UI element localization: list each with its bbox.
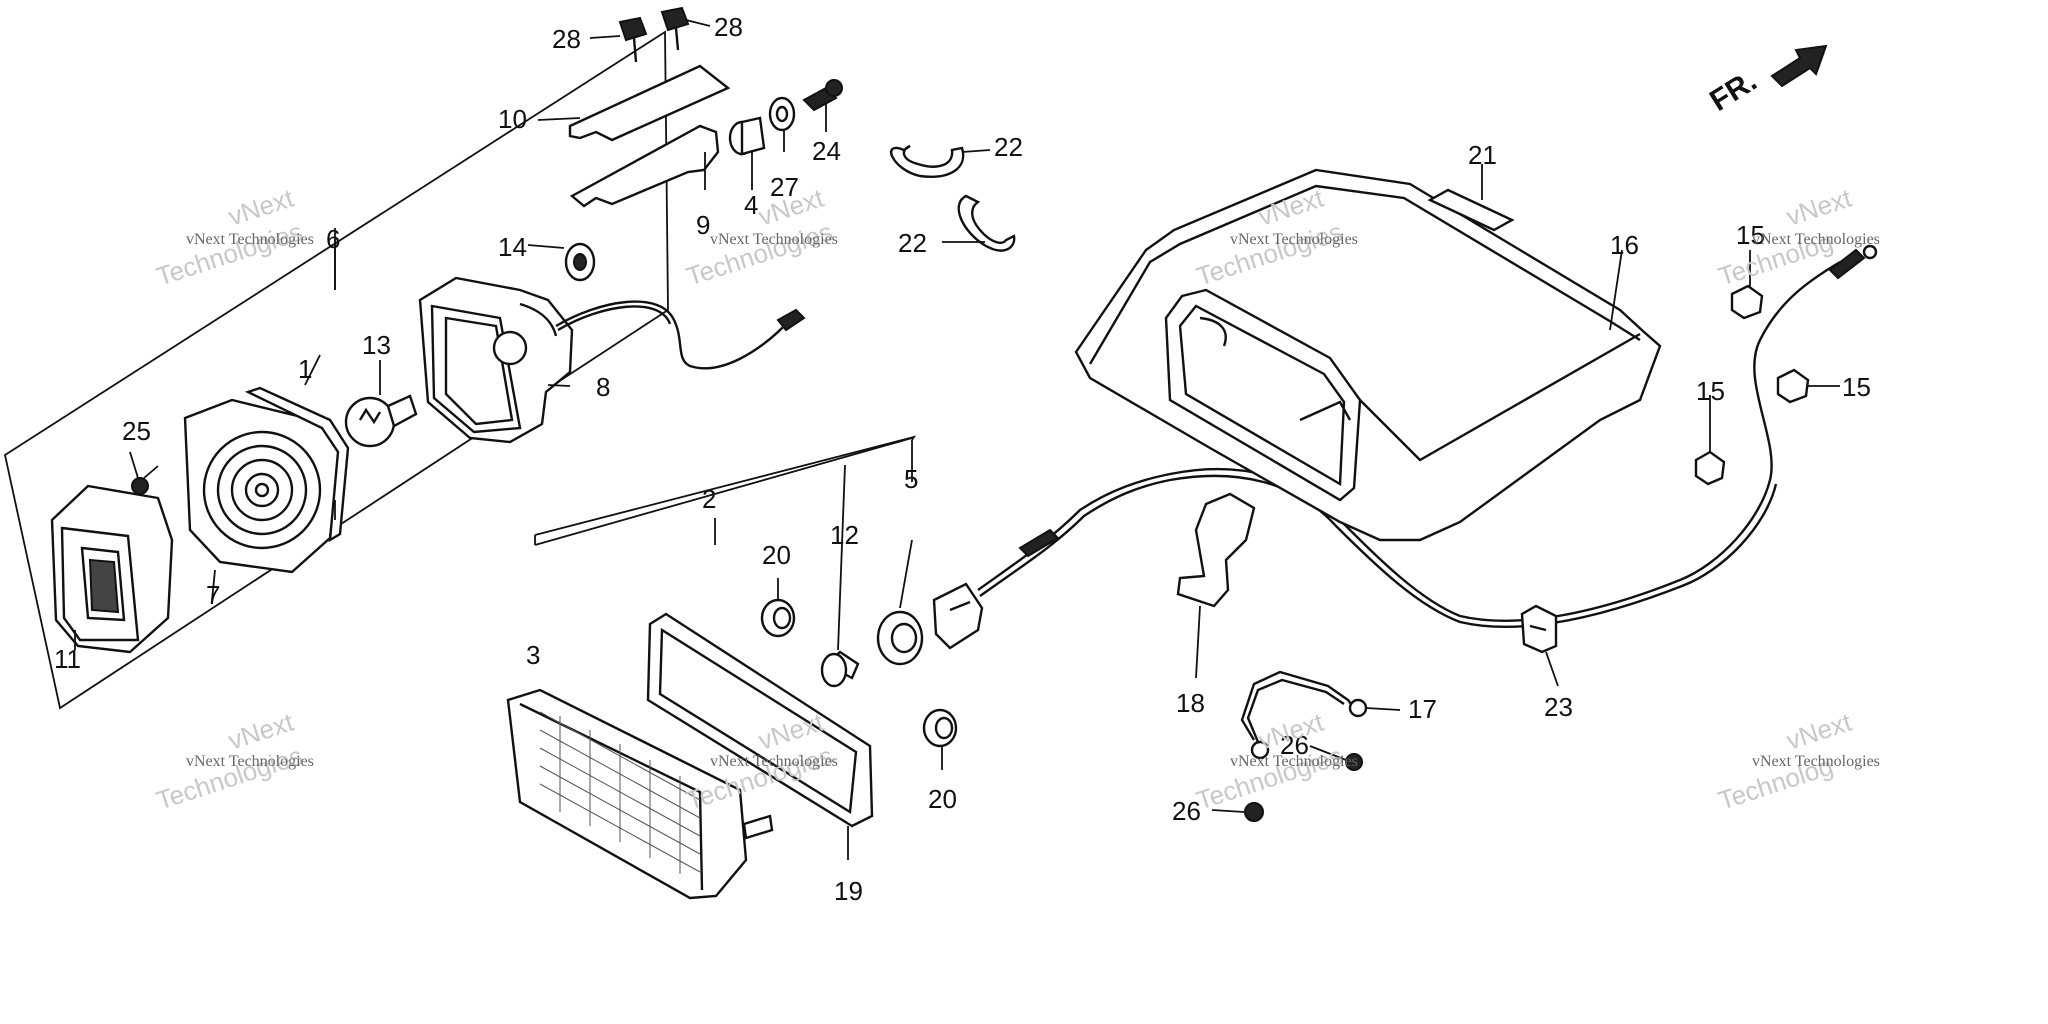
callout-22-lower: 22 — [898, 228, 927, 258]
part-23-connector — [1520, 604, 1558, 654]
watermark-text: vNext Technologies — [1752, 231, 1880, 248]
callout-8: 8 — [596, 372, 610, 402]
callout-17: 17 — [1408, 694, 1437, 724]
part-24-bolt — [802, 79, 843, 112]
part-22-clip-upper — [890, 144, 965, 178]
callout-19: 19 — [834, 876, 863, 906]
callout-15-right: 15 — [1842, 372, 1871, 402]
part-5-socket — [876, 582, 984, 666]
front-label: FR. — [1704, 64, 1762, 118]
callout-15-upper: 15 — [1736, 220, 1765, 250]
part-15-clip-middle — [1776, 368, 1810, 404]
part-7-lens — [183, 398, 342, 574]
watermark-bg: Technologies — [153, 216, 307, 291]
part-20-grommet-lower — [922, 708, 958, 748]
callout-28-right: 28 — [714, 12, 743, 42]
watermarks: vNext Technologies vNext Technologies vN… — [153, 182, 1880, 815]
callout-12: 12 — [830, 520, 859, 550]
callout-27: 27 — [770, 172, 799, 202]
callout-11: 11 — [54, 644, 81, 674]
leader-lines — [74, 19, 1840, 860]
part-10-bracket — [568, 64, 731, 142]
group-outline-6 — [3, 30, 669, 710]
callout-18: 18 — [1176, 688, 1205, 718]
part-18-bracket — [1176, 492, 1256, 608]
callout-26-lower: 26 — [1172, 796, 1201, 826]
watermark-text: vNext Technologies — [710, 231, 838, 248]
part-28-bolt-right — [660, 6, 690, 51]
part-19-gasket — [646, 612, 874, 828]
part-25-screw — [131, 465, 159, 495]
watermark-bg: vNext — [1783, 182, 1856, 231]
part-9-bracket — [569, 124, 720, 208]
part-26-screw-right — [1345, 753, 1363, 771]
part-3-signal-lens — [506, 688, 774, 900]
watermark-text: vNext Technologies — [186, 753, 314, 770]
callout-10: 10 — [498, 104, 527, 134]
harness-terminal — [1828, 244, 1878, 280]
callout-15-lower: 15 — [1696, 376, 1725, 406]
part-27-washer — [768, 96, 796, 132]
arrow-forward-icon — [1770, 44, 1828, 88]
watermark-text: vNext Technologies — [1752, 753, 1880, 770]
callout-9: 9 — [696, 210, 710, 240]
part-17-ground-wire — [1240, 670, 1355, 741]
callout-6: 6 — [326, 224, 340, 254]
callout-2: 2 — [702, 484, 716, 514]
watermark-text: vNext Technologies — [1230, 231, 1358, 248]
part-28-bolt-left — [618, 16, 648, 63]
part-20-grommet-upper — [760, 598, 796, 638]
part-14-grommet — [564, 242, 596, 282]
part-11-lens-frame — [50, 484, 174, 654]
part-4-collar — [728, 116, 766, 156]
watermark-text: vNext Technologies — [186, 231, 314, 248]
callout-28-left: 28 — [552, 24, 581, 54]
watermark-text: vNext Technologies — [710, 753, 838, 770]
callout-25: 25 — [122, 416, 151, 446]
part-13-bulb — [344, 394, 418, 448]
callout-20-lower: 20 — [928, 784, 957, 814]
part-26-screw-lower — [1244, 802, 1264, 822]
callout-23: 23 — [1544, 692, 1573, 722]
part-15-clip-upper — [1730, 284, 1764, 320]
watermark-text: vNext Technologies — [1230, 753, 1358, 770]
harness-wire — [977, 260, 1841, 622]
callout-20-upper: 20 — [762, 540, 791, 570]
watermark-bg: vNext — [1783, 706, 1856, 755]
part-15-clip-lower — [1694, 450, 1726, 486]
callout-21: 21 — [1468, 140, 1497, 170]
group-outline-2 — [534, 435, 917, 536]
part-21-label — [1427, 188, 1515, 232]
front-direction-indicator: FR. — [1704, 44, 1828, 118]
watermark-bg: Technologies — [153, 740, 307, 815]
callout-26-right: 26 — [1280, 730, 1309, 760]
callout-1: 1 — [298, 354, 312, 384]
callout-3: 3 — [526, 640, 540, 670]
callout-5: 5 — [904, 464, 918, 494]
callout-4: 4 — [744, 190, 758, 220]
part-12-bulb — [820, 650, 860, 688]
callout-22-upper: 22 — [994, 132, 1023, 162]
callout-14: 14 — [498, 232, 527, 262]
callout-labels: 1 2 3 4 5 6 7 8 9 10 11 12 13 14 15 15 1… — [54, 12, 1871, 906]
part-1-gasket — [244, 386, 350, 543]
part-16-cover — [1074, 168, 1662, 542]
part-8-wire — [555, 300, 791, 370]
callout-16: 16 — [1610, 230, 1639, 260]
part-22-clip-lower — [957, 194, 1016, 252]
callout-7: 7 — [206, 580, 220, 610]
callout-24: 24 — [812, 136, 841, 166]
part-8-lamp-housing — [418, 276, 574, 444]
callout-13: 13 — [362, 330, 391, 360]
